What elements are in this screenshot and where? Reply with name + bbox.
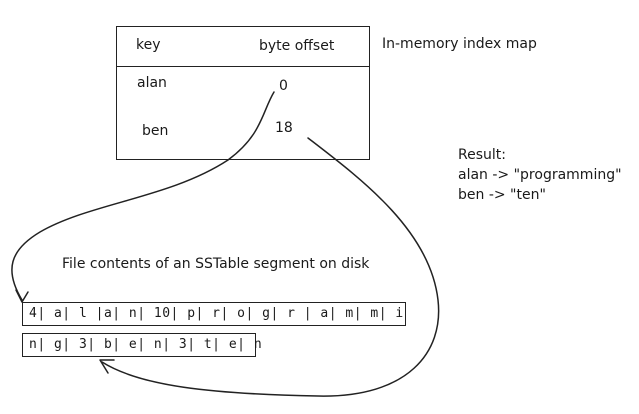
segment-row-1: 4| a| l |a| n| 10| p| r| o| g| r | a| m|… (22, 302, 406, 326)
header-byte-offset: byte offset (259, 38, 335, 54)
index-table-header-divider (116, 66, 370, 67)
header-key: key (136, 37, 161, 53)
arrow-ben-head (99, 359, 115, 374)
index-map-title: In-memory index map (382, 36, 537, 52)
row-key-ben: ben (142, 123, 169, 139)
row-key-alan: alan (137, 75, 167, 91)
arrow-alan-offset (11, 91, 275, 301)
index-table-border (116, 26, 370, 160)
result-line-alan: alan -> "programming" (458, 167, 622, 183)
segment-caption: File contents of an SSTable segment on d… (62, 256, 370, 272)
arrow-alan-head (15, 289, 29, 303)
arrow-ben-offset (101, 137, 440, 397)
result-label: Result: (458, 147, 506, 163)
result-line-ben: ben -> "ten" (458, 187, 546, 203)
row-offset-ben: 18 (275, 120, 293, 136)
row-offset-alan: 0 (279, 78, 288, 94)
segment-row-2: n| g| 3| b| e| n| 3| t| e| n (22, 333, 262, 357)
